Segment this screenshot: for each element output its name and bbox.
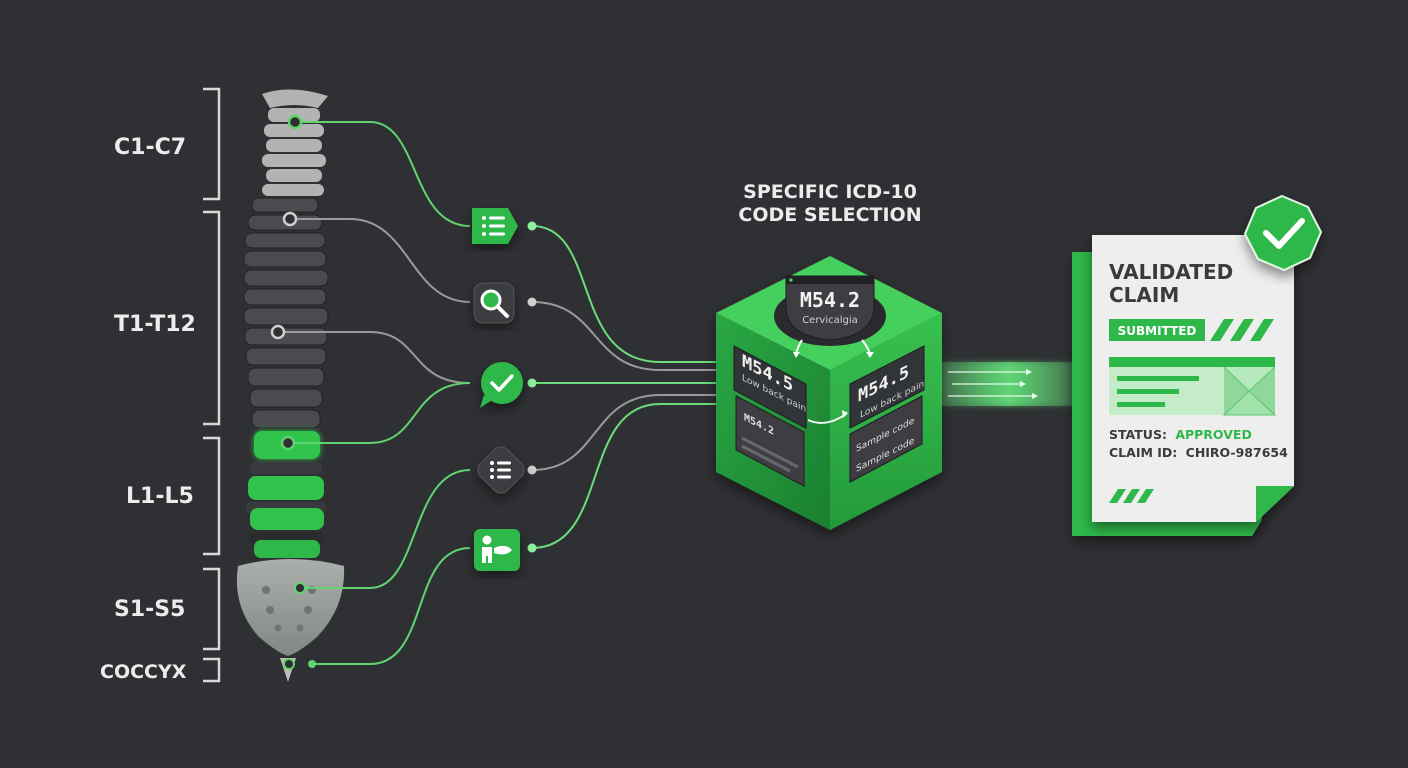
arrow-icon [866,352,874,358]
icd-code-cube: M54.2 Cervicalgia M54.5 Low back pain M5… [716,256,942,530]
status-line: STATUS: APPROVED [1109,427,1252,442]
lumbar-vertebrae [246,431,326,558]
region-t1-t12: T1-T12 [114,210,221,426]
submitted-label: SUBMITTED [1118,324,1197,338]
validated-claim-document: VALIDATED CLAIM SUBMITTED [1072,194,1323,536]
code-card-top: M54.2 Cervicalgia [785,275,875,341]
region-s1-s5: S1-S5 [114,567,221,651]
status-value: APPROVED [1175,427,1252,442]
list-icon [477,446,525,494]
claim-id-label: CLAIM ID: [1109,445,1177,460]
top-desc: Cervicalgia [802,315,858,326]
search-icon [473,282,515,324]
region-label-cervical: C1-C7 [114,135,186,160]
claim-title-line-2: CLAIM [1109,283,1179,307]
claim-id-value: CHIRO-987654 [1186,445,1288,460]
patient-icon [474,529,520,571]
status-label: STATUS: [1109,427,1167,442]
region-l1-l5: L1-L5 [126,436,221,556]
heading-line-2: CODE SELECTION [738,204,921,226]
cube-connector-dots [527,221,537,553]
region-c1-c7: C1-C7 [114,87,221,201]
spine-connectors [278,121,471,665]
envelope-icon [1222,366,1277,416]
arrow-icon [842,410,848,418]
heading-line-1: SPECIFIC ICD-10 [743,181,917,203]
region-label-sacral: S1-S5 [114,597,185,622]
spine-connector-dots [270,114,316,670]
top-code: M54.2 [800,288,860,312]
claim-id-line: CLAIM ID: CHIRO-987654 [1109,445,1288,460]
list-icon [472,208,518,244]
arrow-icon [807,413,847,424]
thoracic-vertebrae [243,197,329,429]
region-label-coccyx: COCCYX [100,661,187,683]
sacrum-bone [236,559,345,656]
approved-check-icon [1243,194,1323,272]
spine-illustration [236,89,345,682]
check-chat-icon [480,362,523,408]
region-coccyx: COCCYX [100,657,221,683]
claim-title-line-1: VALIDATED [1109,260,1233,284]
code-card-left-small: M54.2 [735,395,805,487]
cube-heading: SPECIFIC ICD-10 CODE SELECTION [738,181,921,226]
submitted-badge: SUBMITTED [1109,319,1274,341]
cube-connectors [531,225,738,549]
region-label-lumbar: L1-L5 [126,484,194,509]
claim-page-curl [1256,486,1294,522]
claim-hatch-marks [1109,489,1154,503]
spine-region-labels: C1-C7 T1-T12 L1-L5 S1-S5 COCCYX [100,87,221,683]
transfer-beam [942,362,1076,406]
claim-detail-panel [1109,357,1277,416]
cervical-vertebrae [262,89,328,196]
code-card-right: M54.5 Low back pain [849,345,925,429]
arrow-icon [793,352,800,358]
process-icons [472,208,525,571]
region-label-thoracic: T1-T12 [114,312,196,337]
